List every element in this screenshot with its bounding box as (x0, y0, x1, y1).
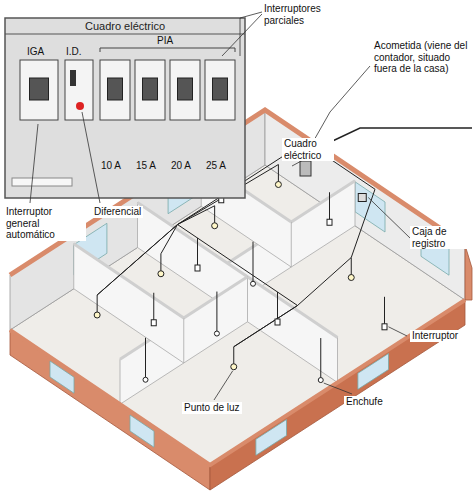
switch-symbol (327, 219, 332, 225)
leader-line (368, 198, 410, 239)
switch-symbol (275, 319, 280, 325)
breaker-lever (143, 78, 158, 100)
breaker-lever (178, 78, 193, 100)
breaker-lever (70, 70, 76, 86)
wire-drop (329, 192, 330, 220)
leader-line (240, 12, 262, 56)
switch-symbol (382, 324, 387, 330)
leader-line (82, 112, 100, 203)
breaker-lever (213, 78, 228, 100)
leader-line (324, 383, 352, 394)
callout-label: Caja de registro (410, 226, 470, 249)
callout-label: Interruptor (410, 330, 460, 342)
window (256, 420, 287, 456)
wire (97, 225, 177, 296)
wire-drop (253, 242, 254, 282)
junction-box (358, 194, 366, 202)
front-wall-top (10, 300, 465, 465)
lamp-cord (278, 165, 279, 183)
callout-label: Acometida (viene del contador, situado f… (372, 40, 474, 75)
test-button (76, 102, 84, 110)
light-bulb (212, 223, 218, 229)
pia-breaker (135, 60, 165, 120)
callout-label: Diferencial (92, 206, 143, 218)
front-right-wall (210, 300, 465, 490)
pia-breaker (100, 60, 130, 120)
lamp-cord (214, 206, 215, 224)
wire-drop (216, 292, 217, 332)
pia-bracket (100, 48, 235, 52)
breaker-lever (30, 78, 49, 100)
wire-drop (145, 338, 146, 378)
light-bulb (275, 182, 281, 188)
callout-label: Enchufe (344, 396, 385, 408)
light-bulb (94, 312, 100, 318)
lamp-cord (97, 295, 98, 313)
rating-label: 10 A (101, 160, 121, 172)
panel-box (5, 18, 245, 198)
socket-symbol (318, 378, 323, 383)
pia-breaker (205, 60, 235, 120)
leader-line (30, 124, 38, 203)
house-panel (300, 161, 311, 176)
wire (97, 225, 177, 296)
window (50, 361, 74, 393)
breaker-label: IGA (27, 46, 44, 58)
pia-breaker (170, 60, 200, 120)
window (355, 182, 385, 232)
panel-title: Cuadro eléctrico (5, 18, 245, 32)
lamp-cord (351, 258, 352, 276)
rating-label: 20 A (171, 160, 191, 172)
wire (234, 306, 298, 347)
light-bulb (348, 275, 354, 281)
wire-drop (384, 297, 385, 325)
garden-wall (465, 245, 472, 300)
wire (178, 206, 215, 225)
callout-label: Cuadro eléctrico (282, 138, 334, 161)
wire (161, 225, 178, 254)
switch-symbol (151, 320, 156, 326)
socket-symbol (143, 377, 148, 382)
id-breaker (65, 60, 93, 120)
callout-label: Punto de luz (182, 402, 242, 414)
wire-drop (153, 293, 154, 321)
partition-top (74, 244, 184, 318)
breaker-lever (108, 78, 123, 100)
iga-breaker (20, 60, 58, 120)
leader-line (222, 14, 262, 56)
light-bulb (231, 364, 237, 370)
callout-label: Interruptores parciales (262, 3, 338, 26)
wire-drop (277, 292, 278, 320)
window (130, 415, 154, 447)
callout-label: Interruptor general automático (4, 206, 86, 241)
window (358, 354, 389, 390)
socket-symbol (214, 331, 219, 336)
partition-wall (74, 244, 184, 363)
rating-label: 25 A (206, 160, 226, 172)
front-left-wall (10, 330, 210, 490)
breaker-label: PIA (157, 35, 173, 47)
panel-title-rule (5, 34, 245, 35)
wire-drop (320, 338, 321, 378)
leader-line (214, 371, 233, 400)
back-right-wall (265, 110, 465, 300)
wire-drop (197, 238, 198, 266)
switch-symbol (195, 265, 200, 271)
rating-label: 15 A (136, 160, 156, 172)
wire (298, 258, 352, 306)
breaker-label: I.D. (66, 46, 82, 58)
leader-line (389, 327, 408, 336)
socket-symbol (251, 281, 256, 286)
light-bulb (158, 271, 164, 277)
lamp-cord (160, 254, 161, 272)
panel-strip (12, 178, 72, 186)
lamp-cord (233, 347, 234, 365)
